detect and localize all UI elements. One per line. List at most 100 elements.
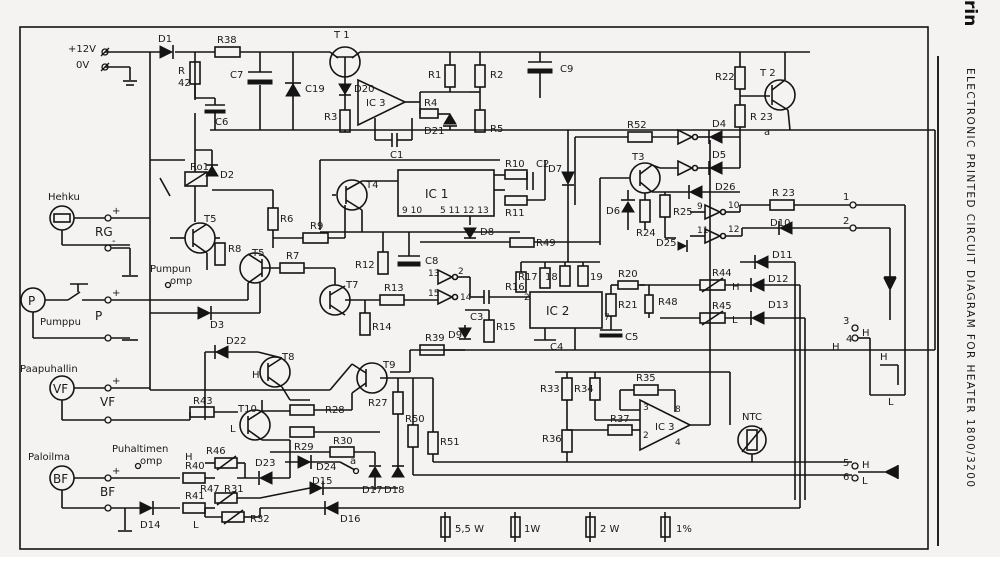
svg-text:D9: D9 bbox=[448, 330, 462, 341]
svg-text:IC 3: IC 3 bbox=[366, 98, 385, 109]
svg-text:R11: R11 bbox=[505, 208, 525, 219]
svg-text:P: P bbox=[95, 309, 102, 323]
svg-text:D26: D26 bbox=[715, 182, 735, 193]
right-connector-block: 1 2 3 4 H H H L 5 6 H L bbox=[794, 192, 906, 508]
svg-text:Pumppu: Pumppu bbox=[40, 317, 81, 328]
circuit-diagram: +12V 0V D1 R38 R 42 C6 C7 C19 T 1 bbox=[19, 26, 936, 550]
transistor-t4: T4 bbox=[320, 179, 398, 233]
svg-text:11: 11 bbox=[697, 226, 708, 236]
svg-text:8: 8 bbox=[675, 405, 681, 415]
svg-text:R36: R36 bbox=[542, 434, 562, 445]
svg-text:C3: C3 bbox=[470, 312, 483, 323]
svg-text:H: H bbox=[252, 370, 260, 381]
svg-text:Paloilma: Paloilma bbox=[28, 452, 70, 463]
svg-text:R33: R33 bbox=[540, 384, 560, 395]
svg-text:D25: D25 bbox=[656, 238, 676, 249]
ic2-chip: IC 2 27 R16 R17 18 19 C4 R21 C5 R20 R48 bbox=[505, 261, 678, 353]
svg-text:P: P bbox=[28, 294, 35, 308]
svg-text:R50: R50 bbox=[405, 414, 425, 425]
svg-text:T 2: T 2 bbox=[759, 68, 776, 79]
svg-text:R16: R16 bbox=[505, 282, 525, 293]
svg-text:R20: R20 bbox=[618, 269, 638, 280]
svg-text:H: H bbox=[732, 282, 740, 293]
supply-rails bbox=[105, 51, 936, 391]
svg-text:D4: D4 bbox=[712, 119, 726, 130]
svg-text:T5: T5 bbox=[203, 214, 216, 225]
svg-text:D7: D7 bbox=[548, 164, 562, 175]
svg-text:C7: C7 bbox=[230, 70, 243, 81]
transistor-t5-lower: T5 R7 bbox=[239, 248, 336, 300]
resistors-r27-r50-r51: R27 R50 R51 bbox=[368, 377, 830, 476]
svg-text:IC 3: IC 3 bbox=[655, 422, 674, 433]
svg-text:2: 2 bbox=[524, 293, 530, 303]
svg-text:+: + bbox=[112, 206, 120, 217]
transistor-t8: D22 T8 H bbox=[204, 336, 310, 420]
svg-text:R47: R47 bbox=[200, 484, 220, 495]
svg-text:R: R bbox=[178, 66, 185, 77]
ic3-opamp-top: IC 3 R4 D21 C1 bbox=[357, 78, 470, 161]
transistor-t2-group: R22 R 23 T 2 a bbox=[715, 66, 796, 138]
svg-text:D14: D14 bbox=[140, 520, 160, 531]
svg-text:a: a bbox=[764, 127, 770, 138]
svg-text:13: 13 bbox=[428, 269, 439, 279]
svg-text:1%: 1% bbox=[676, 524, 692, 535]
resistor-r8: R8 bbox=[214, 237, 241, 266]
svg-text:14: 14 bbox=[460, 293, 472, 303]
svg-text:R24: R24 bbox=[636, 228, 656, 239]
r30-d24-group: R30 D24 a D17 D18 bbox=[270, 436, 405, 496]
gates-d4-d5: R52 D4 D5 bbox=[574, 119, 741, 205]
svg-text:6: 6 bbox=[843, 472, 849, 483]
svg-text:T8: T8 bbox=[281, 352, 294, 363]
svg-text:2: 2 bbox=[843, 216, 849, 227]
svg-text:D11: D11 bbox=[772, 250, 792, 261]
svg-text:R1: R1 bbox=[428, 70, 441, 81]
svg-text:R 23: R 23 bbox=[750, 112, 773, 123]
svg-text:Paapuhallin: Paapuhallin bbox=[20, 364, 78, 375]
svg-text:R31: R31 bbox=[224, 484, 244, 495]
svg-text:H: H bbox=[185, 452, 193, 463]
svg-text:2: 2 bbox=[643, 431, 649, 441]
svg-text:10: 10 bbox=[728, 201, 740, 211]
svg-text:R17: R17 bbox=[518, 272, 538, 283]
svg-text:H: H bbox=[862, 328, 870, 339]
svg-text:3: 3 bbox=[643, 403, 649, 413]
svg-text:1: 1 bbox=[843, 192, 849, 203]
resistor-r42: R 42 C6 bbox=[178, 61, 228, 130]
svg-text:R27: R27 bbox=[368, 398, 388, 409]
diodes-d11-d13: D11 R44 H D12 R45 L D13 bbox=[640, 250, 805, 326]
r12-c8: R12 C8 bbox=[355, 231, 520, 275]
resistor-wattage-legend: 5,5 W 1W 2 W 1% bbox=[440, 512, 692, 542]
svg-text:T5: T5 bbox=[251, 248, 264, 259]
svg-text:R46: R46 bbox=[206, 446, 226, 457]
svg-text:9: 9 bbox=[697, 202, 703, 212]
diode-c19: C19 bbox=[285, 82, 325, 97]
svg-text:2: 2 bbox=[458, 267, 464, 277]
svg-text:D3: D3 bbox=[210, 320, 224, 331]
svg-text:RG: RG bbox=[95, 225, 113, 239]
svg-text:C6: C6 bbox=[215, 117, 228, 128]
diode-d7: D7 bbox=[548, 130, 575, 262]
svg-text:R49: R49 bbox=[536, 238, 556, 249]
svg-text:-: - bbox=[112, 236, 116, 247]
svg-text:5 11 12 13: 5 11 12 13 bbox=[440, 206, 489, 216]
svg-text:19: 19 bbox=[590, 272, 603, 283]
glow-plug-connector: Hehku +- RG bbox=[48, 192, 150, 277]
svg-text:4: 4 bbox=[675, 438, 681, 448]
transistor-t3: T3 D26 bbox=[600, 152, 740, 199]
zero-v-label: 0V bbox=[76, 60, 89, 71]
svg-text:NTC: NTC bbox=[742, 412, 762, 423]
svg-text:18: 18 bbox=[545, 272, 558, 283]
svg-text:BF: BF bbox=[100, 485, 115, 499]
svg-text:R7: R7 bbox=[286, 251, 299, 262]
svg-text:R14: R14 bbox=[372, 322, 392, 333]
plus-12v-label: +12V bbox=[68, 44, 96, 55]
svg-text:D16: D16 bbox=[340, 514, 360, 525]
combustion-fan-connector: Paloilma BF + BF Puhaltimen omp D14 bbox=[28, 444, 180, 532]
brand-mark: rin bbox=[960, 0, 998, 34]
resistor-r9: R9 bbox=[273, 205, 346, 244]
svg-text:T7: T7 bbox=[345, 280, 358, 291]
svg-text:T9: T9 bbox=[382, 360, 395, 371]
svg-text:L: L bbox=[193, 520, 199, 531]
svg-text:R34: R34 bbox=[574, 384, 594, 395]
